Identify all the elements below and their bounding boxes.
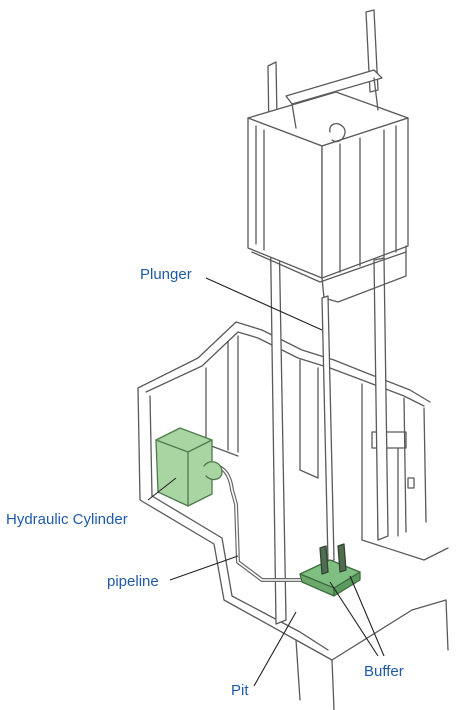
shaft-walls (137, 321, 449, 710)
pipeline-leader-line (169, 555, 239, 581)
cylinder-leader-line (147, 477, 177, 501)
buffer-leader-line-right (349, 575, 385, 657)
plunger-label: Plunger (140, 266, 192, 283)
elevator-car (247, 69, 409, 303)
buffer-leader-line-left (329, 581, 379, 657)
hydraulic-cylinder-label: Hydraulic Cylinder (6, 511, 128, 528)
plunger-leader-line (205, 277, 323, 331)
buffer-label: Buffer (364, 663, 404, 680)
buffer (299, 543, 361, 597)
pipeline-label: pipeline (107, 573, 159, 590)
pit-leader-line (253, 611, 297, 687)
pipeline (206, 464, 320, 582)
plunger (321, 295, 335, 563)
leader-lines (147, 277, 385, 687)
pit-label: Pit (231, 682, 249, 699)
hydraulic-cylinder (155, 427, 223, 507)
